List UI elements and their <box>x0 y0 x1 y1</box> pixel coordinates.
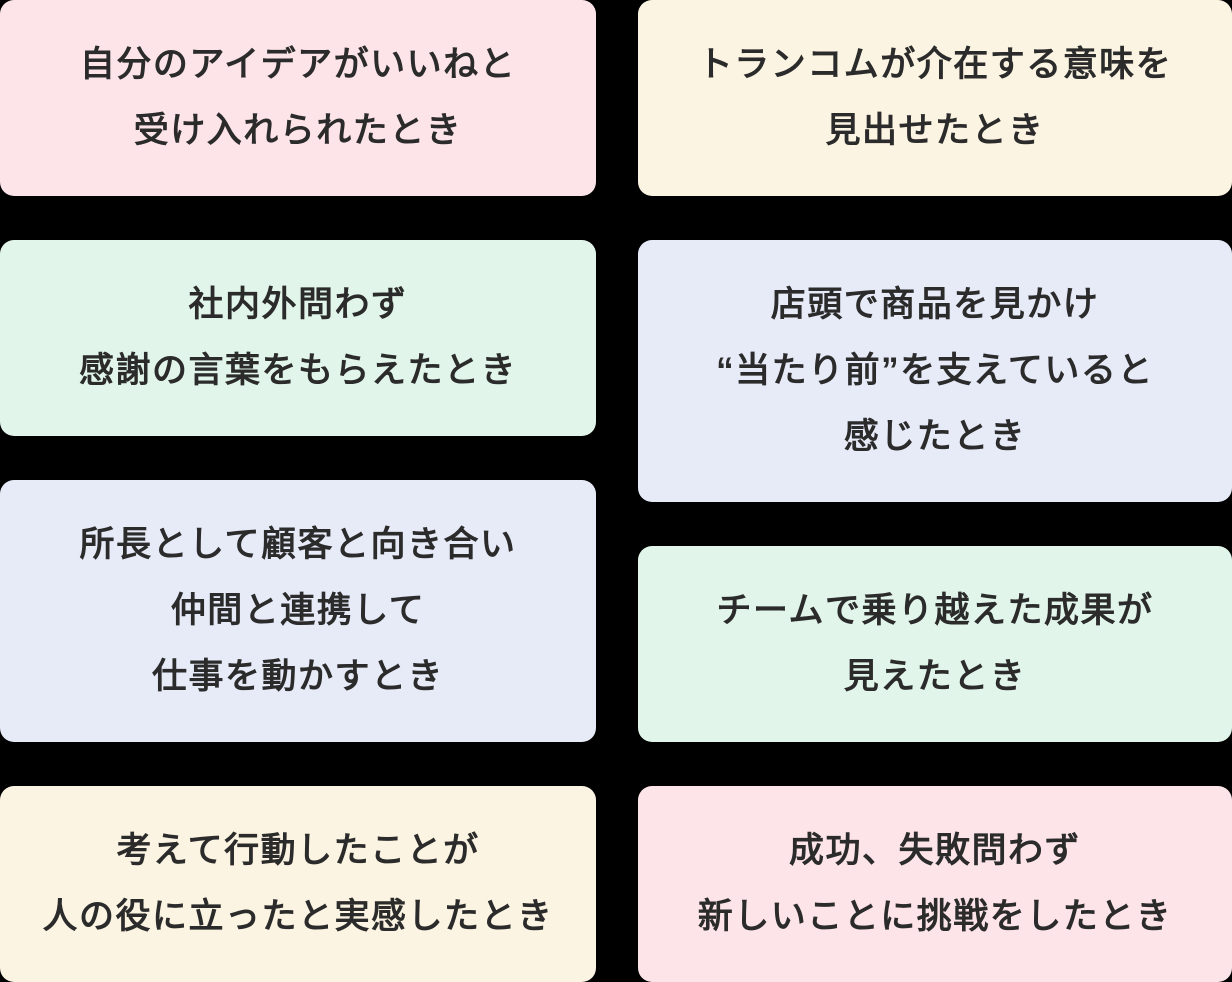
right-column: トランコムが介在する意味を 見出せたとき 店頭で商品を見かけ “当たり前”を支え… <box>638 0 1232 982</box>
card-line: チームで乗り越えた成果が <box>716 591 1154 630</box>
card-line: 人の役に立ったと実感したとき <box>42 897 554 936</box>
card-line: トランコムが介在する意味を <box>697 45 1173 84</box>
card-line: 新しいことに挑戦をしたとき <box>697 897 1173 936</box>
card-everyday-support: 店頭で商品を見かけ “当たり前”を支えていると 感じたとき <box>638 240 1232 502</box>
card-line: 自分のアイデアがいいねと <box>79 45 517 84</box>
card-line: 受け入れられたとき <box>133 111 463 150</box>
card-line: 成功、失敗問わず <box>788 831 1081 870</box>
card-trancom-meaning: トランコムが介在する意味を 見出せたとき <box>638 0 1232 196</box>
card-gratitude-words: 社内外問わず 感謝の言葉をもらえたとき <box>0 240 596 436</box>
card-idea-accepted: 自分のアイデアがいいねと 受け入れられたとき <box>0 0 596 196</box>
left-column: 自分のアイデアがいいねと 受け入れられたとき 社内外問わず 感謝の言葉をもらえた… <box>0 0 596 982</box>
card-action-helped-people: 考えて行動したことが 人の役に立ったと実感したとき <box>0 786 596 982</box>
card-manager-teamwork: 所長として顧客と向き合い 仲間と連携して 仕事を動かすとき <box>0 480 596 742</box>
card-line: 感謝の言葉をもらえたとき <box>78 351 517 390</box>
card-line: 社内外問わず <box>188 285 408 324</box>
card-line: 見出せたとき <box>825 111 1045 150</box>
card-line: 店頭で商品を見かけ <box>770 285 1100 324</box>
card-new-challenge: 成功、失敗問わず 新しいことに挑戦をしたとき <box>638 786 1232 982</box>
card-line: 感じたとき <box>843 417 1027 456</box>
card-line: 考えて行動したことが <box>116 831 480 870</box>
card-team-achievement: チームで乗り越えた成果が 見えたとき <box>638 546 1232 742</box>
card-line: 所長として顧客と向き合い <box>79 525 517 564</box>
card-line: 仕事を動かすとき <box>151 657 444 696</box>
card-line: “当たり前”を支えていると <box>716 351 1154 390</box>
card-line: 仲間と連携して <box>170 591 426 630</box>
card-line: 見えたとき <box>843 657 1027 696</box>
